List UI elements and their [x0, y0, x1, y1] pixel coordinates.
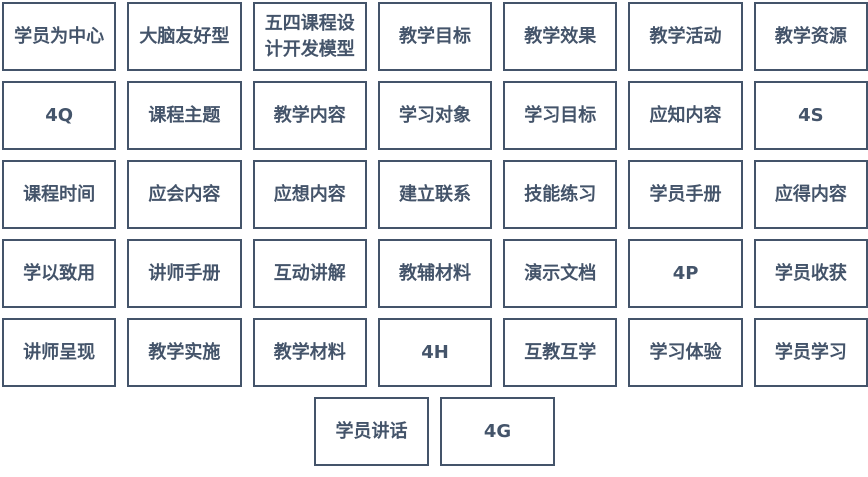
cell-interactive-lecture: 互动讲解 [252, 239, 367, 308]
cell-learning-experience: 学习体验 [628, 318, 743, 387]
grid-row-4: 学以致用 讲师手册 互动讲解 教辅材料 演示文档 4P 学员收获 [2, 239, 868, 308]
cell-student-speaking: 学员讲话 [314, 397, 429, 466]
cell-teaching-implementation: 教学实施 [127, 318, 242, 387]
cell-instructor-handbook: 讲师手册 [127, 239, 242, 308]
cell-4h: 4H [377, 318, 493, 387]
cell-course-time: 课程时间 [2, 160, 117, 229]
cell-student-handbook: 学员手册 [628, 160, 743, 229]
cell-should-gain: 应得内容 [753, 160, 868, 229]
cell-learning-goals: 学习目标 [503, 81, 618, 150]
cell-five-four-model: 五四课程设计开发模型 [252, 2, 367, 71]
cell-student-gains: 学员收获 [753, 239, 868, 308]
cell-teaching-resources: 教学资源 [753, 2, 868, 71]
cell-4q: 4Q [2, 81, 117, 150]
cell-presentation-docs: 演示文档 [503, 239, 618, 308]
grid-row-1: 学员为中心 大脑友好型 五四课程设计开发模型 教学目标 教学效果 教学活动 教学… [2, 2, 868, 71]
cell-teaching-content: 教学内容 [252, 81, 367, 150]
cell-brain-friendly: 大脑友好型 [127, 2, 242, 71]
grid-row-6: 学员讲话 4G [2, 397, 868, 467]
cell-should-do: 应会内容 [127, 160, 242, 229]
cell-teaching-goals: 教学目标 [377, 2, 493, 71]
cell-should-know: 应知内容 [628, 81, 743, 150]
cell-build-connection: 建立联系 [377, 160, 493, 229]
cell-apply-learning: 学以致用 [2, 239, 117, 308]
cell-4g: 4G [440, 397, 555, 466]
cell-should-think: 应想内容 [252, 160, 367, 229]
cell-skill-practice: 技能练习 [503, 160, 618, 229]
cell-teaching-activities: 教学活动 [628, 2, 743, 71]
cell-teaching-materials: 教学材料 [252, 318, 367, 387]
cell-4p: 4P [628, 239, 743, 308]
grid-row-3: 课程时间 应会内容 应想内容 建立联系 技能练习 学员手册 应得内容 [2, 160, 868, 229]
cell-learners: 学习对象 [377, 81, 493, 150]
cell-4s: 4S [753, 81, 868, 150]
cell-peer-teaching: 互教互学 [503, 318, 618, 387]
cell-teaching-effect: 教学效果 [503, 2, 618, 71]
cell-student-centered: 学员为中心 [2, 2, 117, 71]
cell-course-topic: 课程主题 [127, 81, 242, 150]
cell-instructor-presentation: 讲师呈现 [2, 318, 117, 387]
cell-teaching-aids: 教辅材料 [377, 239, 493, 308]
cell-student-learning: 学员学习 [753, 318, 868, 387]
grid-row-2: 4Q 课程主题 教学内容 学习对象 学习目标 应知内容 4S [2, 81, 868, 150]
grid-row-5: 讲师呈现 教学实施 教学材料 4H 互教互学 学习体验 学员学习 [2, 318, 868, 387]
